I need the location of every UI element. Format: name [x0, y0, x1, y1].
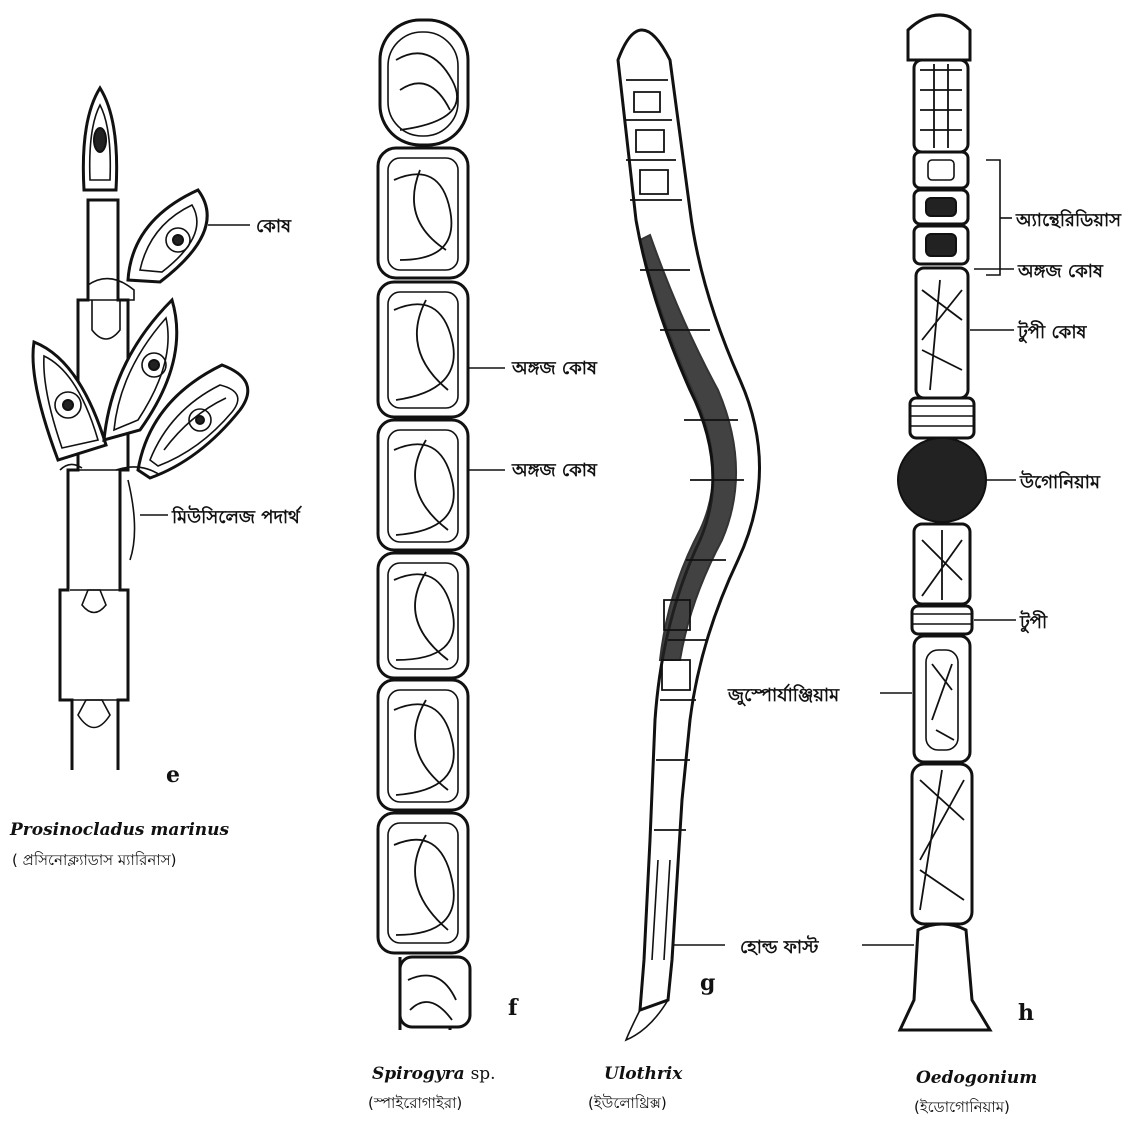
mucilage-label: মিউসিলেজ পদার্থ — [172, 503, 300, 534]
prosinocladus-bengali-name: ( প্রসিনোক্ল্যাডাস ম্যারিনাস) — [12, 849, 177, 874]
prosinocladus-drawing — [33, 88, 250, 770]
cap-label: টুপী — [1020, 608, 1047, 639]
cap-cell-label: টুপী কোষ — [1018, 318, 1086, 349]
spirogyra-veg-cell-label-2: অঙ্গজ কোষ — [512, 456, 597, 487]
figure-letter-h: h — [1018, 1000, 1034, 1026]
antheridium-label: অ্যান্থেরিডিয়াস — [1016, 206, 1121, 237]
ulothrix-species-name: Ulothrix — [604, 1064, 682, 1084]
spirogyra-drawing — [378, 20, 505, 1030]
ulothrix-drawing — [618, 30, 760, 1040]
figure-letter-f: f — [508, 995, 517, 1021]
figure-letter-g: g — [700, 970, 715, 996]
spirogyra-sp-suffix: sp. — [471, 1064, 496, 1084]
figure-letter-e: e — [166, 762, 180, 788]
ulothrix-bengali-name: (ইউলোথ্রিক্স) — [588, 1092, 667, 1117]
oogonium-label: উগোনিয়াম — [1020, 468, 1100, 499]
spirogyra-species-name: Spirogyra sp. — [372, 1064, 496, 1084]
zoosporangium-label: জুস্পোর্যাঞ্জিয়াম — [728, 681, 839, 712]
oedogonium-drawing — [862, 15, 1016, 1030]
oedogonium-bengali-name: (ইডোগোনিয়াম) — [914, 1096, 1010, 1121]
oedogonium-veg-cell-label: অঙ্গজ কোষ — [1018, 257, 1103, 288]
oedogonium-species-name: Oedogonium — [916, 1068, 1037, 1088]
spirogyra-genus: Spirogyra — [372, 1064, 465, 1084]
spirogyra-bengali-name: (স্পাইরোগাইরা) — [368, 1092, 462, 1117]
holdfast-label: হোল্ড ফাস্ট — [740, 933, 818, 964]
prosinocladus-cell-label: কোষ — [256, 212, 291, 243]
prosinocladus-species-name: Prosinocladus marinus — [10, 820, 229, 840]
spirogyra-veg-cell-label-1: অঙ্গজ কোষ — [512, 354, 597, 385]
